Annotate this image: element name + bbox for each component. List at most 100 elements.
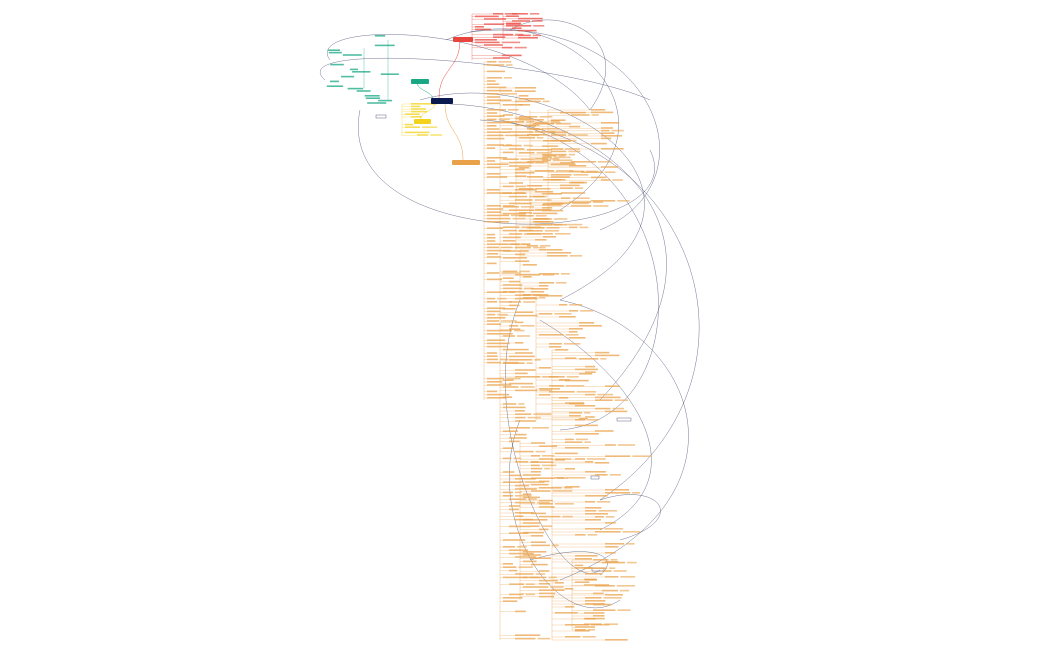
leaf-node [551,148,564,150]
leaf-node [611,129,624,132]
leaf-node [527,134,548,136]
leaf-node [487,310,501,313]
leaf-node [565,334,579,336]
leaf-node [535,215,547,217]
leaf-node [523,493,532,495]
leaf-node [580,310,594,312]
leaf-node [585,513,609,515]
leaf-node [531,467,543,470]
leaf-node [531,455,541,457]
leaf-node [512,217,526,220]
leaf-node [405,123,414,126]
central-topic[interactable] [431,98,453,104]
leaf-node [484,18,507,20]
leaf-node [539,285,549,287]
leaf-node [587,534,598,536]
leaf-node [565,486,580,488]
leaf-node [487,61,497,63]
leaf-node [520,386,535,388]
leaf-node [585,597,602,599]
leaf-node [533,128,544,131]
yellow-branch-topic[interactable] [414,119,431,124]
leaf-node [498,118,510,121]
leaf-node [565,441,583,443]
leaf-node [550,122,561,124]
leaf-node [487,301,498,303]
leaf-node [587,629,595,631]
leaf-node [535,450,546,453]
leaf-node [487,144,504,146]
leaf-node [598,510,618,512]
boundary-box [375,114,387,119]
leaf-node [503,277,514,279]
leaf-node [526,362,533,364]
leaf-node [515,416,526,419]
leaf-node [539,592,556,595]
leaf-node [347,87,364,90]
leaf-node [595,399,613,401]
leaf-node [591,109,606,111]
leaf-node [535,573,546,575]
leaf-node [546,227,560,229]
leaf-node [563,343,581,345]
leaf-node [487,329,513,332]
leaf-node [533,195,545,198]
leaf-node [509,355,535,358]
leaf-node [519,104,531,106]
leaf-node [575,630,590,632]
leaf-node [601,129,610,132]
leaf-node [569,331,578,333]
leaf-node [509,552,534,555]
leaf-node [595,462,610,464]
leaf-node [565,402,585,404]
leaf-node [503,396,513,398]
green-branch-topic[interactable] [411,79,429,84]
leaf-node [602,561,626,564]
leaf-node [601,132,615,134]
leaf-node [534,199,552,201]
leaf-node [582,636,596,638]
leaf-node [487,320,500,322]
leaf-node [523,496,540,499]
leaf-node [564,223,583,226]
leaf-node [558,155,566,157]
leaf-node [503,257,527,259]
leaf-node [569,337,586,339]
leaf-node [487,227,504,229]
leaf-node [549,385,564,387]
leaf-node [527,233,553,235]
leaf-node [555,349,569,351]
leaf-node [487,173,501,175]
leaf-node [503,226,520,228]
leaf-node [616,585,635,587]
leaf-node [503,151,514,154]
leaf-node [487,192,512,194]
leaf-node [514,495,532,497]
leaf-node [585,365,596,368]
leaf-node [521,243,531,245]
leaf-node [487,297,496,300]
leaf-node [585,416,595,418]
leaf-node [542,159,551,161]
orange-branch-topic[interactable] [452,160,480,165]
leaf-node [515,573,534,575]
leaf-node [614,399,628,401]
leaf-node [523,264,537,266]
leaf-node [539,394,551,396]
leaf-node [503,362,525,364]
leaf-node [531,483,549,486]
red-branch-topic[interactable] [453,37,473,42]
leaf-node [543,155,557,157]
leaf-node [509,525,531,528]
leaf-node [487,253,499,255]
leaf-node [553,218,568,220]
leaf-node [535,188,551,190]
leaf-node [585,600,606,602]
leaf-node [487,70,505,73]
leaf-node [539,589,565,591]
leaf-node [378,99,392,102]
leaf-node [572,202,589,205]
leaf-node [591,111,614,114]
leaf-node [626,543,635,545]
